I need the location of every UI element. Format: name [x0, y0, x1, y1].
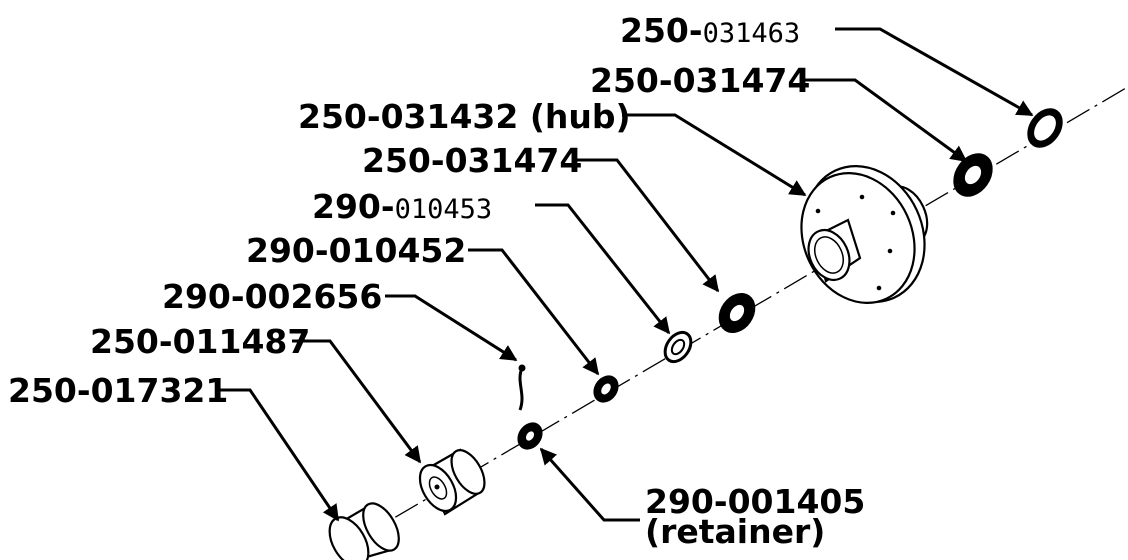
end-cap-part — [328, 502, 400, 560]
part-label-250-031432-hub: 250-031432 (hub) — [298, 97, 631, 136]
part-label-290-001405: 290-001405 — [645, 482, 865, 521]
leader-031463 — [835, 27, 1034, 117]
washer-part — [663, 330, 693, 364]
leader-011487 — [292, 339, 422, 464]
part-label-290-002656: 290-002656 — [162, 277, 382, 316]
leader-031474-inner — [577, 158, 720, 293]
part-label-250-031463: 250-031463 — [620, 11, 800, 50]
part-label-retainer: (retainer) — [645, 512, 825, 551]
retainer-part — [517, 422, 543, 450]
leader-001405 — [539, 447, 640, 522]
hub-part — [800, 165, 929, 304]
cotter-pin-part — [518, 364, 526, 411]
leader-010452 — [468, 248, 600, 376]
leader-017321 — [215, 388, 340, 522]
nut-part — [593, 375, 619, 403]
bearing-part-inner — [718, 293, 756, 333]
part-label-250-031474-inner: 250-031474 — [362, 141, 582, 180]
leader-hub — [622, 113, 807, 197]
leader-002656 — [385, 294, 518, 362]
part-label-250-011487: 250-011487 — [90, 322, 310, 361]
leader-010453 — [535, 203, 671, 335]
seal-part-031463 — [1027, 108, 1063, 148]
part-label-290-010452: 290-010452 — [246, 231, 466, 270]
bearing-part-outer — [953, 153, 993, 197]
part-label-250-017321: 250-017321 — [8, 371, 228, 410]
part-label-250-031474-outer: 250-031474 — [590, 61, 810, 100]
leader-031474-outer — [805, 78, 968, 163]
part-label-290-010453: 290-010453 — [312, 187, 492, 226]
dust-cap-part — [418, 448, 486, 516]
